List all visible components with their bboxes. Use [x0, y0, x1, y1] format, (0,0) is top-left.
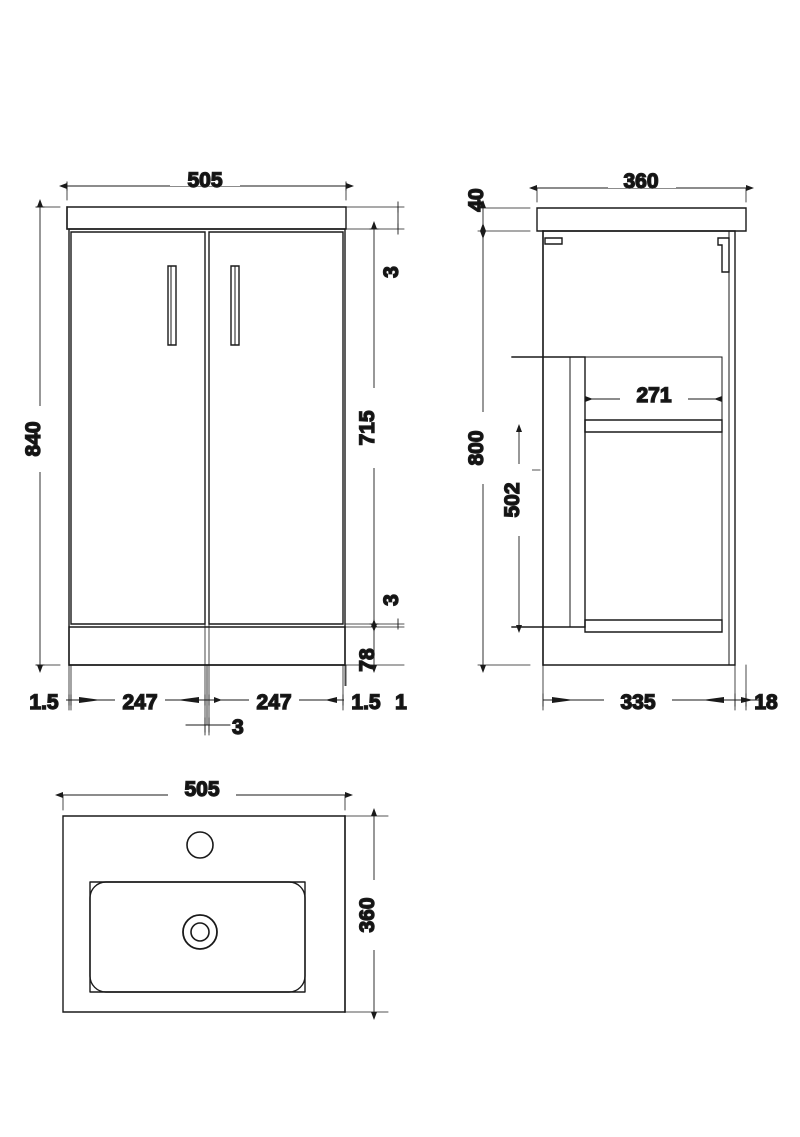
- dim-front-door-gap: [185, 664, 231, 733]
- dim-side-body-height-bg: [470, 412, 496, 484]
- dim-front-plinth-height: [371, 619, 377, 673]
- front-left-handle: [167, 265, 177, 346]
- front-right-handle: [230, 265, 240, 346]
- dim-front-right-edge-label: 1.5: [351, 691, 381, 714]
- side-internal-left-box: [511, 356, 586, 628]
- front-right-door: [208, 231, 344, 625]
- dim-front-overall-width-label-bg: [170, 162, 240, 186]
- dim-side-depth-bg: [608, 164, 676, 188]
- dim-front-door-right-bg: [249, 686, 299, 712]
- dim-plan-width-label: 505: [184, 778, 219, 801]
- dim-front-left-edge-bg: [22, 686, 66, 712]
- dim-front-left-edge-label: 1.5: [29, 691, 59, 714]
- dim-side-shelf-depth-bg: [620, 378, 688, 402]
- dim-side-carcass-depth-bg: [604, 686, 672, 712]
- plan-extension-lines: [62, 794, 389, 1013]
- plan-waste-outer: [182, 914, 218, 950]
- dim-front-top-gap-label: 3: [380, 266, 403, 278]
- dim-front-plinth-height-label: 78: [356, 648, 379, 672]
- plan-waste-inner: [190, 922, 210, 942]
- dim-plan-depth-bg: [361, 880, 387, 950]
- dim-front-door-height-label-bg: [361, 388, 387, 468]
- dim-front-door-right-width-label: 247: [256, 691, 291, 714]
- dim-side-overall-depth-label: 360: [623, 170, 658, 193]
- plan-bowl: [89, 881, 306, 993]
- dim-front-right-offset-label: 1: [395, 691, 407, 714]
- dim-side-internal-height-bg: [506, 464, 532, 536]
- dim-front-overall-height-label: 840: [22, 421, 45, 456]
- front-elevation-view: 505 840 3 715: [21, 162, 408, 740]
- dim-side-carcass-depth-label: 335: [620, 691, 655, 714]
- dim-side-top-thickness-label: 40: [465, 188, 488, 211]
- dim-front-overall-width-label: 505: [187, 169, 222, 192]
- dim-front-door-gap-label: 3: [232, 716, 244, 739]
- side-handle: [717, 237, 730, 273]
- dim-front-lower-gap-label: 3: [380, 594, 403, 606]
- dim-side-shelf-depth-label: 271: [636, 384, 671, 407]
- plan-view: 505 360: [55, 772, 389, 1020]
- side-top-clip: [544, 237, 563, 245]
- side-worktop: [536, 207, 747, 232]
- dim-side-body-height-label: 800: [465, 430, 488, 465]
- dim-front-door-left-bg: [115, 686, 165, 712]
- dim-plan-width-bg: [168, 772, 236, 796]
- dim-front-bottom-chain: [43, 694, 364, 706]
- dim-side-overhang-label: 18: [754, 691, 778, 714]
- side-elevation-view: 360 40 800 271 502: [464, 164, 779, 715]
- dim-front-right-edge-bg: [344, 686, 388, 712]
- dim-front-door-height-label: 715: [356, 410, 379, 445]
- dim-plan-depth-label: 360: [356, 897, 379, 932]
- dim-front-door-left-width-label: 247: [122, 691, 157, 714]
- dim-front-overall-height-label-bg: [27, 406, 53, 472]
- dim-side-internal-height-label: 502: [501, 482, 524, 517]
- plan-tap-hole: [186, 831, 214, 859]
